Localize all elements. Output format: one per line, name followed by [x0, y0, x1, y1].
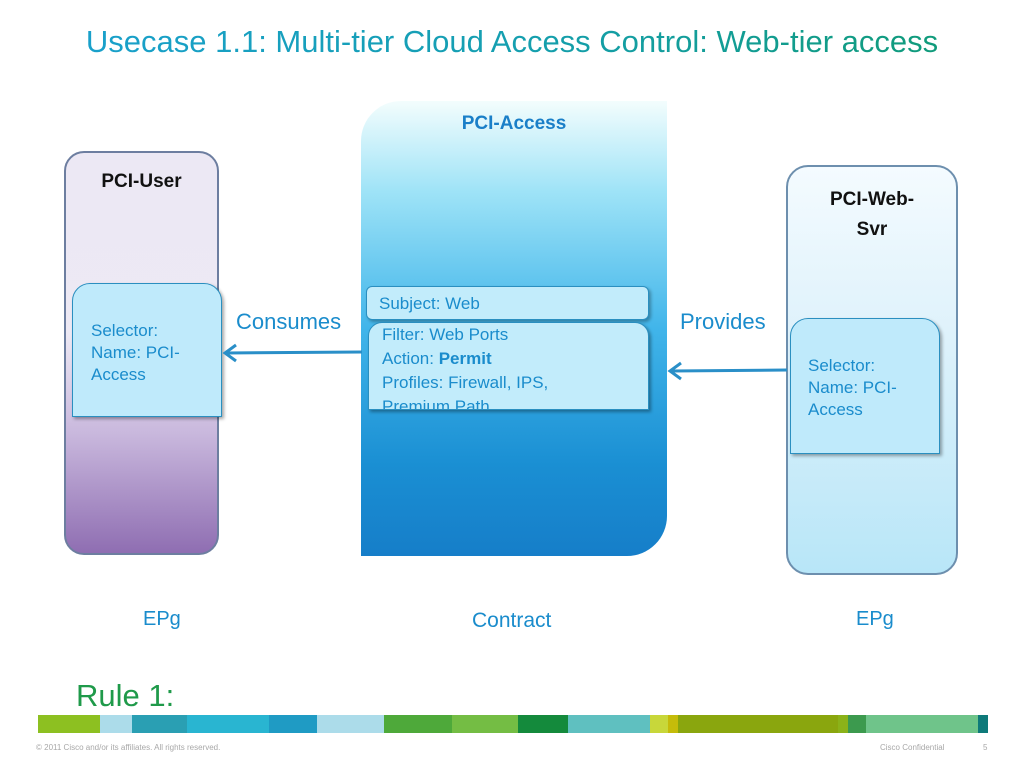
- color-bar-segment: [668, 715, 678, 733]
- provides-arrow: [667, 361, 788, 381]
- rule-heading: Rule 1:: [76, 678, 175, 713]
- provides-label: Provides: [680, 309, 766, 334]
- epg-right-name-line: Svr: [856, 219, 888, 240]
- epg-right-name: PCI-Web- Svr: [786, 185, 958, 245]
- color-bar-segment: [518, 715, 568, 733]
- selector-line: Access: [91, 365, 146, 384]
- epg-right-selector: Selector: Name: PCI- Access: [790, 318, 940, 454]
- action-value: Permit: [438, 349, 492, 368]
- color-bar-segment: [866, 715, 978, 733]
- contract-caption: Contract: [472, 609, 552, 632]
- action-line: Action: Permit: [382, 347, 648, 371]
- selector-line: Name: PCI-: [91, 343, 180, 362]
- color-bar-segment: [568, 715, 650, 733]
- copyright-text: © 2011 Cisco and/or its affiliates. All …: [36, 743, 221, 752]
- profiles-line: Premium Path: [382, 397, 490, 410]
- selector-line: Selector:: [808, 356, 876, 375]
- color-bar-segment: [269, 715, 317, 733]
- color-bar-segment: [384, 715, 452, 733]
- contract-filter-box: Filter: Web Ports Action: Permit Profile…: [368, 322, 649, 410]
- selector-line: Selector:: [91, 321, 159, 340]
- filter-line: Filter: Web Ports: [382, 325, 509, 344]
- profiles-line: Profiles: Firewall, IPS,: [382, 373, 549, 392]
- selector-line: Name: PCI-: [808, 378, 897, 397]
- consumes-arrow: [222, 343, 363, 363]
- contract-subject: Subject: Web: [366, 286, 649, 320]
- color-bar-segment: [132, 715, 187, 733]
- color-bar-segment: [187, 715, 269, 733]
- action-label: Action:: [382, 349, 439, 368]
- selector-line: Access: [808, 400, 863, 419]
- color-bar-segment: [317, 715, 384, 733]
- color-bar-segment: [38, 715, 100, 733]
- color-bar-segment: [452, 715, 518, 733]
- epg-left-name: PCI-User: [101, 171, 182, 192]
- confidential-label: Cisco Confidential: [880, 743, 945, 752]
- color-bar: [38, 715, 988, 733]
- consumes-label: Consumes: [236, 309, 342, 334]
- page-number: 5: [983, 743, 988, 752]
- epg-left-caption: EPg: [143, 608, 181, 630]
- color-bar-segment: [678, 715, 838, 733]
- contract-name: PCI-Access: [461, 113, 567, 134]
- color-bar-segment: [838, 715, 848, 733]
- color-bar-segment: [650, 715, 668, 733]
- color-bar-segment: [100, 715, 132, 733]
- color-bar-segment: [978, 715, 988, 733]
- epg-left-selector: Selector: Name: PCI- Access: [72, 283, 222, 417]
- color-bar-segment: [848, 715, 866, 733]
- slide-title: Usecase 1.1: Multi-tier Cloud Access Con…: [0, 24, 1024, 60]
- epg-right-name-line: PCI-Web-: [829, 189, 915, 210]
- epg-right-caption: EPg: [856, 608, 894, 630]
